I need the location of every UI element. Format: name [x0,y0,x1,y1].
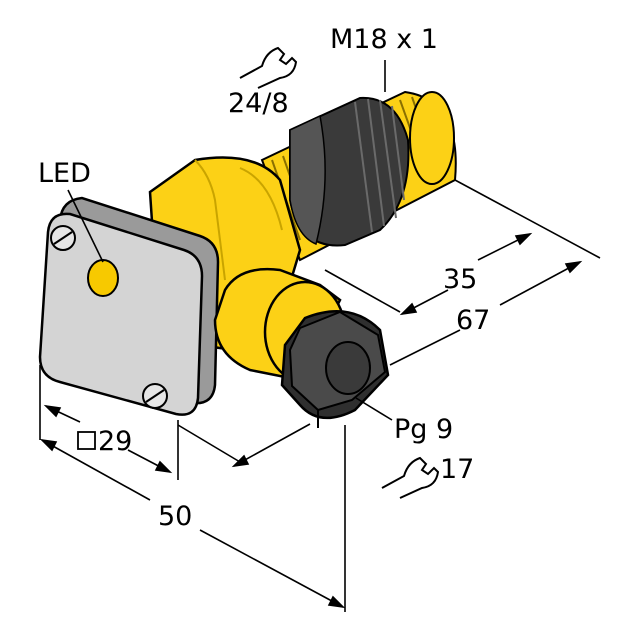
wrench-icon [381,456,440,499]
square-dimension: 29 [98,426,132,457]
gland-label: Pg 9 [394,414,453,445]
screw-top [50,225,76,251]
cable-gland [280,310,390,428]
led-label: LED [38,158,91,189]
screw-bottom [142,383,168,409]
wrench-size-top: 24/8 [228,88,289,119]
dimension-lines [39,60,601,612]
dimension-50: 50 [158,501,192,532]
square-symbol [77,431,96,450]
wrench-icon [239,46,298,89]
dimension-35: 35 [443,264,477,295]
wrench-size-bottom: 17 [440,454,474,485]
lock-nut [289,96,410,247]
cover-plate [38,196,220,416]
led-indicator [87,259,119,297]
thread-label: M18 x 1 [330,24,438,55]
dimension-67: 67 [456,305,490,336]
